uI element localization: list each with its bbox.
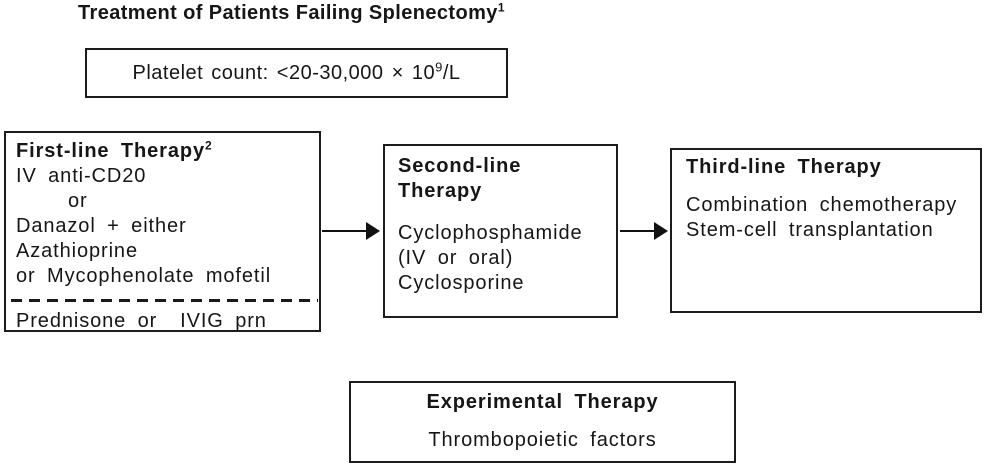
experimental-body: Thrombopoietic factors	[351, 428, 734, 453]
experimental-option-1: Thrombopoietic factors	[428, 429, 657, 451]
dashed-divider	[11, 299, 318, 302]
first-line-option-2: Danazol + either Azathioprine	[16, 215, 197, 262]
second-line-therapy-box: Second-line Therapy Cyclophosphamide (IV…	[383, 144, 618, 318]
third-line-option-2: Stem-cell transplantation	[686, 219, 934, 241]
second-line-therapy-heading: Second-line Therapy	[398, 155, 522, 202]
arrow-second-to-third	[620, 222, 668, 240]
first-line-therapy-box: First-line Therapy2 IV anti-CD20 or Dana…	[4, 131, 321, 332]
second-line-drug-1-route: (IV or oral)	[398, 247, 514, 269]
platelet-count-text: Platelet count: <20-30,000 × 10	[132, 61, 436, 84]
third-line-body: Combination chemotherapy Stem-cell trans…	[686, 193, 972, 243]
first-line-option-2-cont: or Mycophenolate mofetil	[16, 265, 272, 287]
experimental-therapy-heading: Experimental Therapy	[426, 391, 659, 413]
title-footnote-marker: 1	[497, 0, 505, 15]
platelet-count-label: Platelet count: <20-30,000 × 109/L	[132, 58, 461, 86]
diagram-title-text: Treatment of Patients Failing Splenectom…	[78, 2, 498, 24]
first-line-footer: Prednisone or IVIG prn	[16, 310, 267, 332]
third-line-therapy-heading: Third-line Therapy	[686, 156, 882, 178]
first-line-option-1: IV anti-CD20	[16, 165, 147, 187]
third-line-therapy-box: Third-line Therapy Combination chemother…	[670, 148, 982, 313]
diagram-title: Treatment of Patients Failing Splenectom…	[78, 0, 505, 25]
first-line-therapy-heading: First-line Therapy2	[16, 139, 313, 164]
platelet-count-box: Platelet count: <20-30,000 × 109/L	[85, 48, 508, 98]
first-line-or-separator: or	[68, 190, 88, 212]
first-line-footnote-marker: 2	[205, 138, 213, 153]
platelet-count-exponent: 9	[435, 58, 443, 74]
second-line-body: Cyclophosphamide (IV or oral) Cyclospori…	[398, 221, 608, 296]
first-line-heading-text: First-line Therapy	[16, 140, 206, 162]
second-line-drug-2: Cyclosporine	[398, 272, 525, 294]
experimental-therapy-box: Experimental Therapy Thrombopoietic fact…	[349, 381, 736, 463]
arrow-first-to-second	[322, 222, 380, 240]
platelet-count-unit: /L	[442, 61, 461, 84]
third-line-option-1: Combination chemotherapy	[686, 194, 958, 216]
second-line-drug-1: Cyclophosphamide	[398, 222, 583, 244]
